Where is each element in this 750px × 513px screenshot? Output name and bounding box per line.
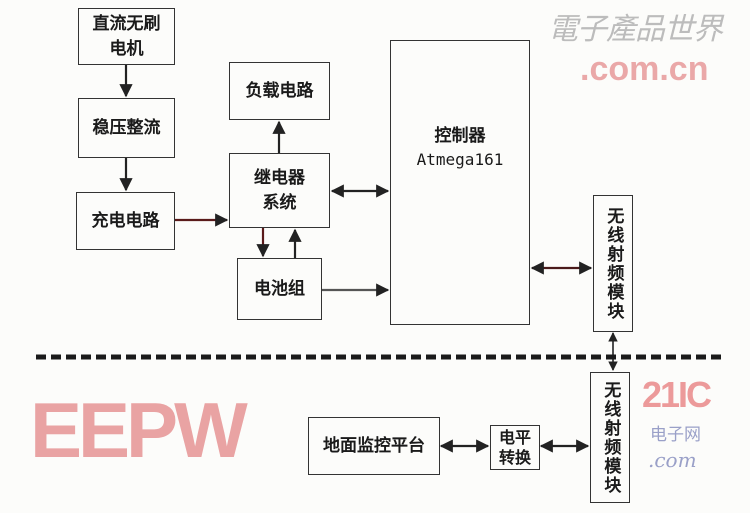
block-charging-label: 充电电路 [91,210,160,231]
block-level-shift-label: 电平转换 [498,428,531,467]
block-regulator-label: 稳压整流 [92,117,161,138]
controller-name: 控制器 [434,125,486,146]
block-rf-bottom: 无线射频模块 [590,372,630,503]
block-ground-station: 地面监控平台 [308,417,440,475]
block-ground-station-label: 地面监控平台 [323,435,425,456]
block-relay: 继电器系统 [229,153,330,228]
block-load: 负载电路 [229,62,330,120]
block-controller: 控制器 Atmega161 [390,40,530,325]
block-level-shift: 电平转换 [490,425,540,470]
block-rf-bottom-label: 无线射频模块 [600,380,621,495]
block-rf-top-label: 无线射频模块 [603,206,624,321]
block-load-label: 负载电路 [245,80,314,101]
block-motor-label: 直流无刷电机 [92,13,161,59]
block-charging: 充电电路 [76,192,175,250]
controller-chip: Atmega161 [416,150,504,170]
block-rf-top: 无线射频模块 [593,195,633,332]
block-battery-label: 电池组 [254,278,305,299]
block-regulator: 稳压整流 [78,98,175,158]
block-motor: 直流无刷电机 [78,8,175,65]
block-battery: 电池组 [237,258,322,320]
block-relay-label: 继电器系统 [254,167,305,213]
